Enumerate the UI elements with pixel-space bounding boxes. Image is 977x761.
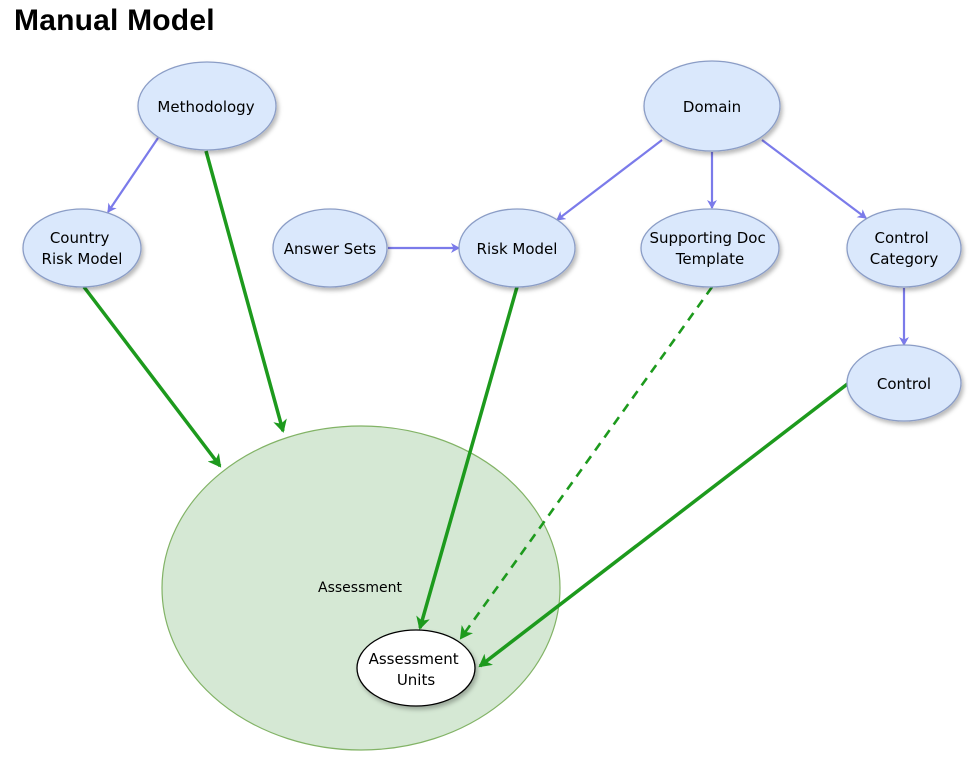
edge-country-risk-model-to-assessment [82, 285, 222, 468]
node-risk-model [458, 208, 576, 288]
edge-risk-model-to-assessment-units [416, 286, 519, 630]
node-risk-model-label: Risk Model [477, 240, 558, 258]
node-methodology [137, 61, 277, 151]
node-country-risk-model [22, 208, 142, 288]
node-supporting-doc-template [640, 208, 780, 288]
edge-control-to-assessment-units [478, 380, 852, 668]
node-methodology-label: Methodology [157, 98, 254, 116]
node-answer-sets-label: Answer Sets [284, 240, 377, 258]
node-domain [643, 60, 781, 152]
node-answer-sets [272, 208, 388, 288]
edge-supporting-doc-to-assessment-units [459, 286, 714, 640]
node-control [846, 344, 962, 422]
green-edges [82, 150, 852, 668]
node-control-label: Control [877, 375, 931, 393]
edge-methodology-to-assessment [204, 150, 287, 433]
edge-domain-to-risk-model [556, 139, 663, 221]
node-country-risk-model-label: Country Risk Model [42, 229, 123, 268]
node-control-category-label: Control Category [870, 229, 939, 268]
node-assessment-units-label: Assessment Units [369, 650, 464, 689]
edge-domain-to-control-category [761, 139, 867, 219]
node-control-category [846, 208, 962, 288]
assessment-label: Assessment [318, 580, 402, 596]
edge-methodology-to-country-risk-model [107, 137, 159, 213]
node-domain-label: Domain [683, 98, 741, 116]
node-supporting-doc-template-label: Supporting Doc Template [649, 229, 770, 268]
page-title: Manual Model [14, 4, 215, 37]
blue-edges [107, 137, 909, 346]
node-assessment-units [356, 629, 476, 707]
